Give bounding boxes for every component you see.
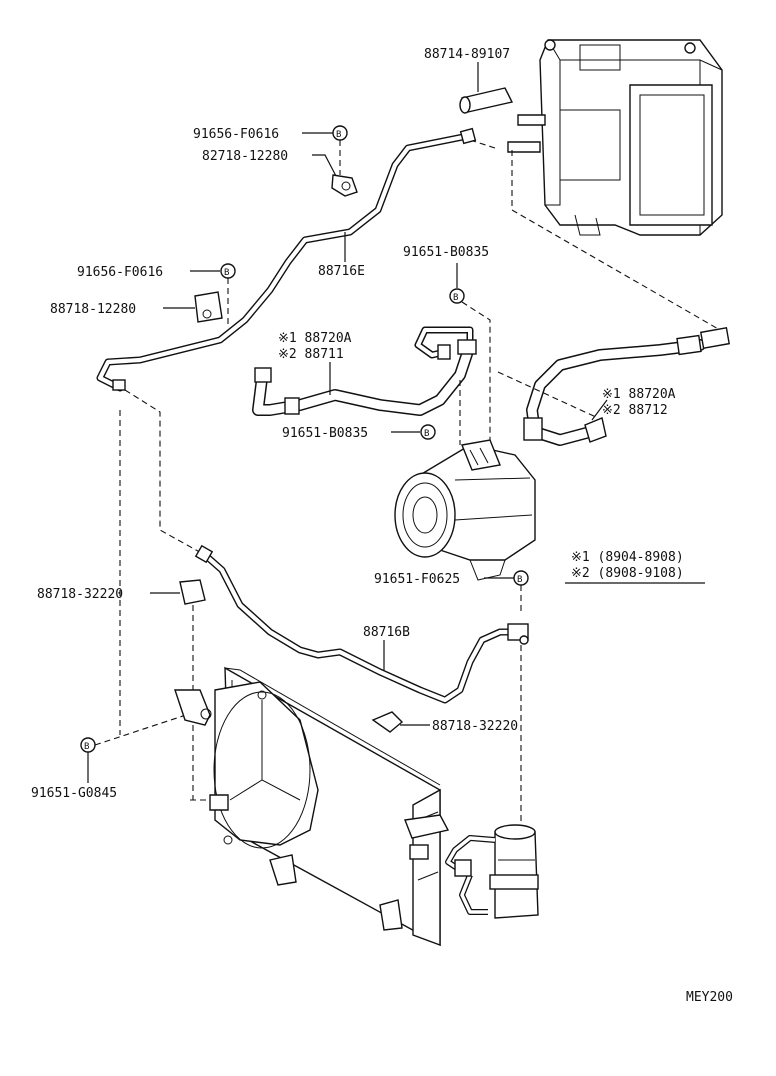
pipe-88716B xyxy=(194,544,529,704)
bolt-marker-B0835-mid: B xyxy=(420,424,436,440)
svg-text:B: B xyxy=(84,742,89,752)
bolt-marker-mid-left: B xyxy=(220,263,236,279)
clamp-88718-32220-left xyxy=(179,579,206,605)
hose-88720A-88712 xyxy=(523,327,731,446)
note-2: ※2 (8908-9108) xyxy=(571,566,684,581)
note-1: ※1 (8904-8908) xyxy=(571,550,684,565)
label-91656-F0616-mid: 91656-F0616 xyxy=(77,265,163,280)
clamp-88718-12280 xyxy=(194,291,223,323)
leader-bolt-B0835-top xyxy=(461,301,491,440)
compressor xyxy=(394,439,536,581)
leader-88712 xyxy=(591,399,608,421)
pipe-88716E xyxy=(96,127,477,392)
label-88716E: 88716E xyxy=(318,264,365,279)
bolt-marker-F0625: B xyxy=(513,570,529,586)
evaporator-unit xyxy=(507,39,723,236)
label-88720A-left: ※1 88720A xyxy=(278,331,352,346)
clamp-88718-32220-right xyxy=(371,711,404,733)
label-91651-B0835-top: 91651-B0835 xyxy=(403,245,489,260)
leader-bolt-G0845 xyxy=(94,711,196,746)
label-88718-12280: 88718-12280 xyxy=(50,302,136,317)
condenser-assembly xyxy=(174,666,450,947)
bolt-marker-B0835-top: B xyxy=(449,288,465,304)
label-82718-12280: 82718-12280 xyxy=(202,149,288,164)
leader-88716E-to-88716B xyxy=(124,389,206,556)
label-91656-F0616-top: 91656-F0616 xyxy=(193,127,279,142)
diagram-code: MEY200 xyxy=(686,990,733,1005)
label-88718-32220-left: 88718-32220 xyxy=(37,587,123,602)
part-88714-89107-cylinder xyxy=(459,62,514,114)
label-91651-B0835-mid: 91651-B0835 xyxy=(282,426,368,441)
svg-text:B: B xyxy=(517,575,522,585)
receiver-dryer xyxy=(409,824,539,919)
svg-text:B: B xyxy=(224,268,229,278)
svg-text:B: B xyxy=(453,293,458,303)
label-88711: ※2 88711 xyxy=(278,347,344,362)
bolt-marker-G0845: B xyxy=(80,737,96,753)
svg-text:B: B xyxy=(336,130,341,140)
leader-82718 xyxy=(312,154,337,177)
leader-evaporator-right xyxy=(511,150,721,331)
label-88720A-right: ※1 88720A xyxy=(602,387,676,402)
bolt-marker-top: B xyxy=(332,125,348,141)
label-91651-G0845: 91651-G0845 xyxy=(31,786,117,801)
svg-text:B: B xyxy=(424,429,429,439)
leader-hose-right xyxy=(497,371,599,419)
label-91651-F0625: 91651-F0625 xyxy=(374,572,460,587)
hose-88720A-88711 xyxy=(252,326,477,416)
label-88716B: 88716B xyxy=(363,625,410,640)
label-88712: ※2 88712 xyxy=(602,403,668,418)
leader-evaporator-outlet xyxy=(469,139,496,149)
label-88714-89107: 88714-89107 xyxy=(424,47,510,62)
clamp-82718-12280 xyxy=(331,174,358,197)
label-88718-32220-right: 88718-32220 xyxy=(432,719,518,734)
